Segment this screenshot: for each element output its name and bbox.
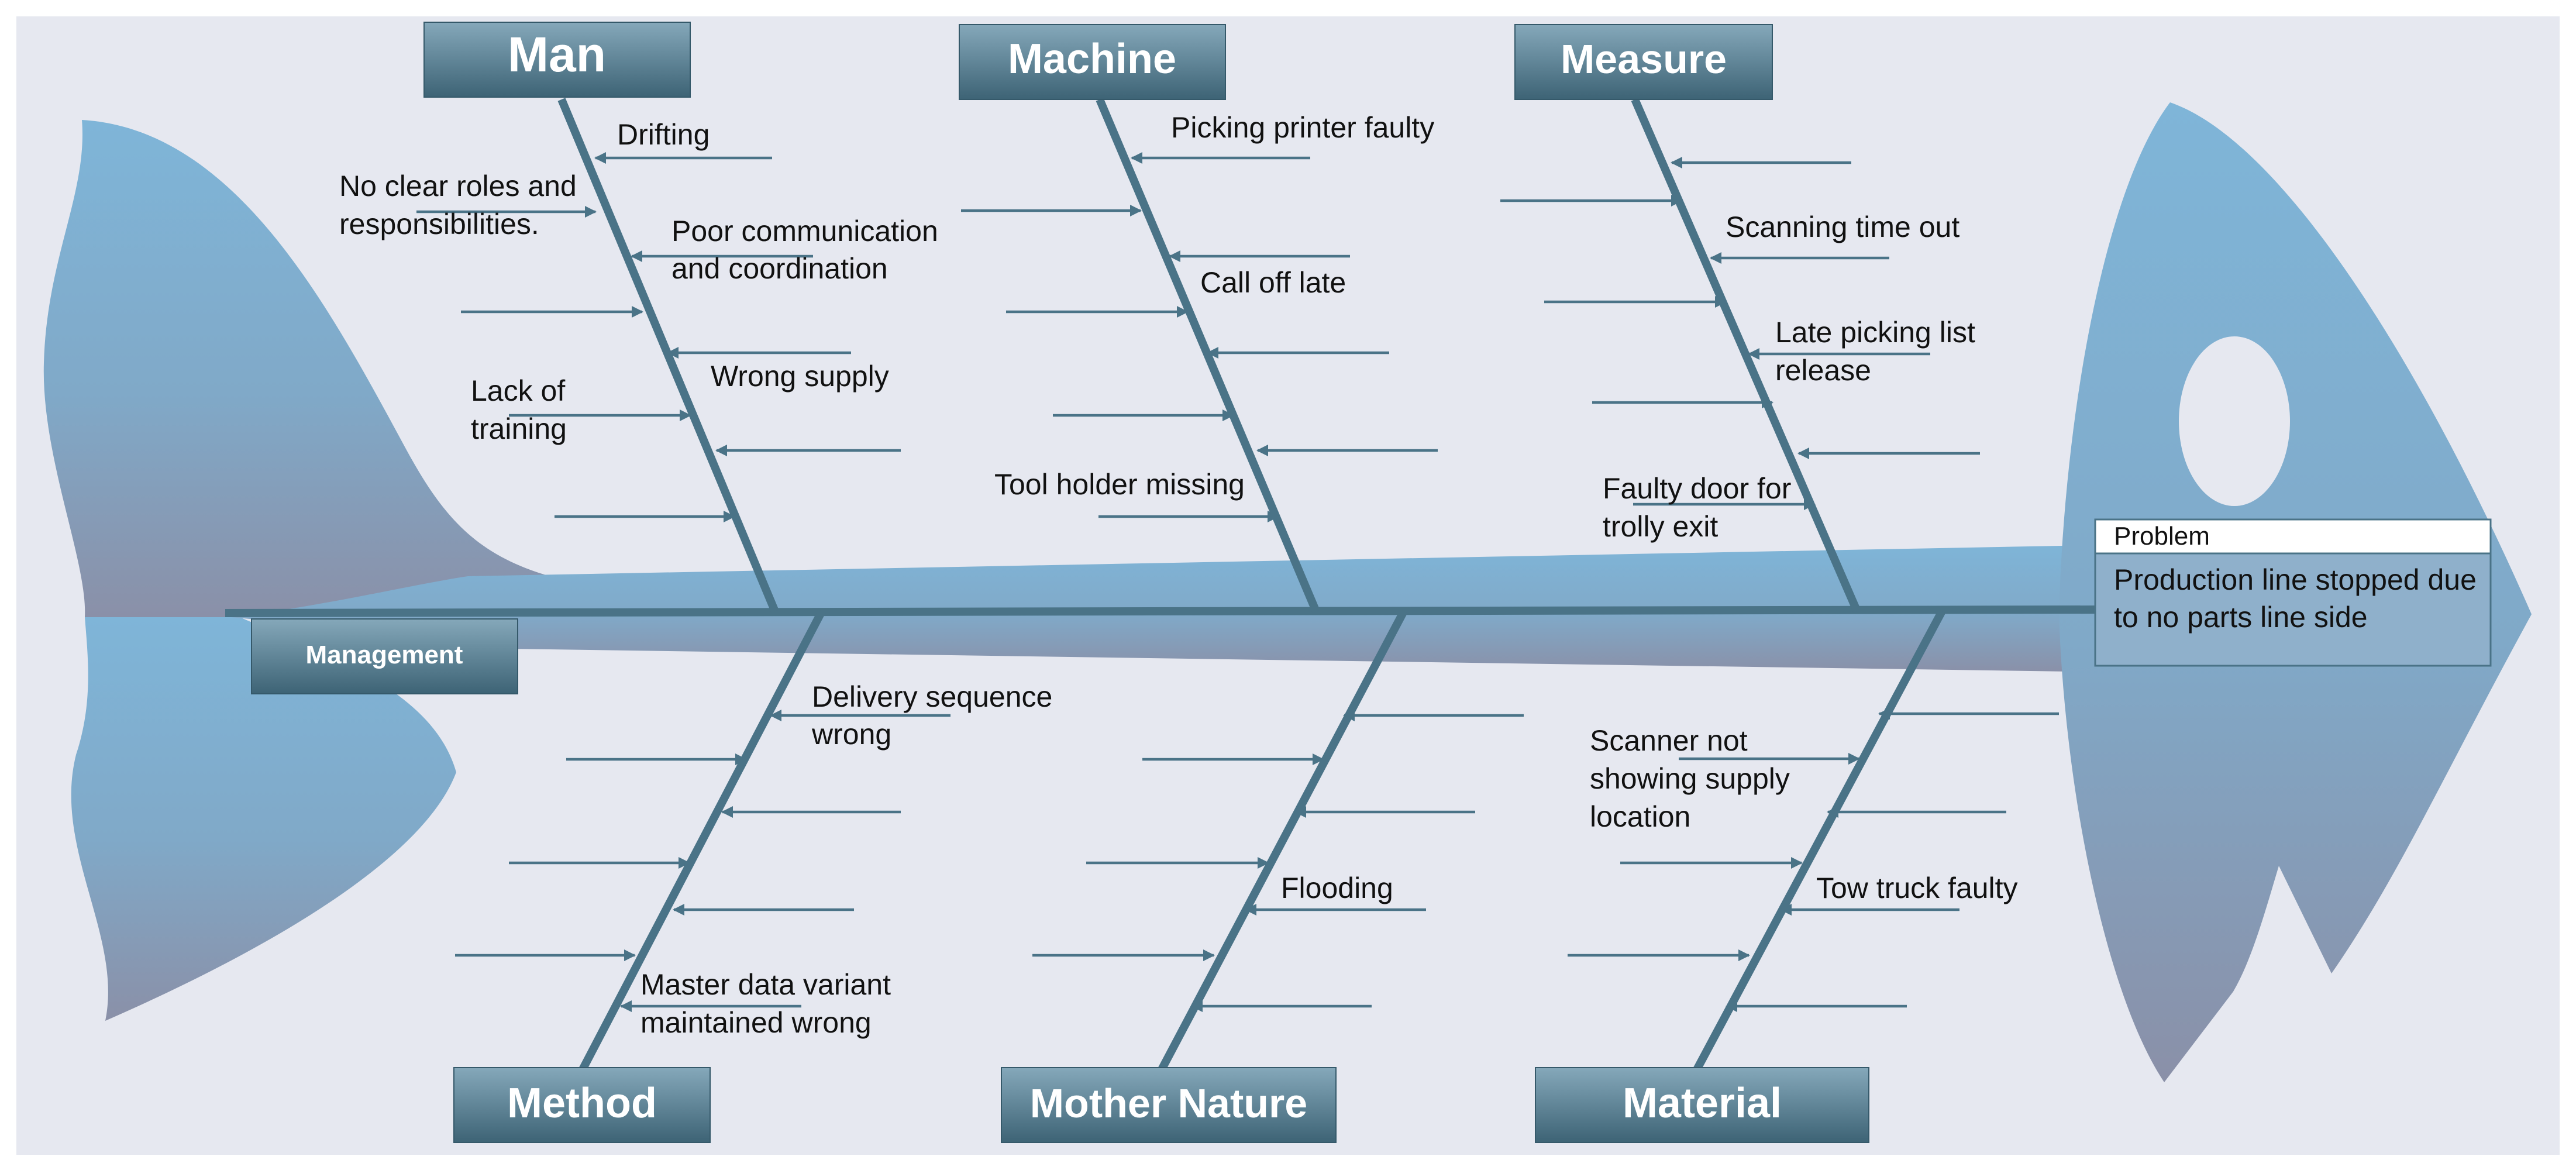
cause-scanning-time-out: Scanning time out bbox=[1726, 211, 1959, 243]
cause-faulty-door-line2: trolly exit bbox=[1603, 510, 1718, 543]
bone-mother-nature bbox=[1157, 609, 1408, 1073]
arrows-measure bbox=[1500, 156, 1980, 511]
category-label-mother-nature: Mother Nature bbox=[1030, 1080, 1307, 1126]
cause-late-picking-list-line2: release bbox=[1775, 354, 1871, 387]
cause-master-data-line2: maintained wrong bbox=[640, 1006, 872, 1039]
spine-line bbox=[225, 605, 2100, 617]
cause-faulty-door-line1: Faulty door for bbox=[1603, 472, 1791, 505]
header-box bbox=[1001, 1067, 1337, 1143]
cause-tow-truck-faulty: Tow truck faulty bbox=[1816, 872, 2018, 904]
fish-tail-upper bbox=[43, 120, 573, 617]
category-label-management: Management bbox=[306, 641, 463, 669]
problem-title: Problem bbox=[2114, 522, 2210, 550]
cause-lack-of-training-line2: training bbox=[471, 412, 567, 445]
cause-tool-holder-missing: Tool holder missing bbox=[994, 468, 1245, 501]
arrows-man bbox=[416, 152, 901, 523]
cause-delivery-sequence-line1: Delivery sequence bbox=[812, 680, 1052, 713]
category-label-man: Man bbox=[508, 27, 606, 82]
cause-scanner-line3: location bbox=[1590, 800, 1690, 833]
header-box bbox=[959, 24, 1226, 100]
cause-poor-communication-line2: and coordination bbox=[671, 252, 888, 285]
category-header-measure: Measure bbox=[1514, 24, 1773, 100]
header-box bbox=[453, 1067, 711, 1143]
category-header-man: Man bbox=[423, 22, 691, 98]
category-header-method: Method bbox=[453, 1067, 711, 1143]
header-box bbox=[1535, 1067, 1869, 1143]
cause-wrong-supply: Wrong supply bbox=[711, 360, 889, 393]
cause-scanner-line2: showing supply bbox=[1590, 762, 1790, 795]
fish-eye bbox=[2179, 336, 2290, 506]
header-box bbox=[1514, 24, 1773, 100]
category-header-management: Management bbox=[251, 618, 518, 694]
arrows-mother-nature bbox=[1032, 709, 1524, 1013]
cause-late-picking-list-line1: Late picking list bbox=[1775, 316, 1975, 349]
header-box bbox=[423, 22, 691, 98]
cause-lack-of-training-line1: Lack of bbox=[471, 374, 565, 407]
category-label-material: Material bbox=[1623, 1080, 1782, 1127]
bone-measure bbox=[1631, 98, 1861, 613]
problem-statement-line1: Production line stopped due bbox=[2114, 563, 2477, 596]
cause-poor-communication-line1: Poor communication bbox=[671, 215, 938, 247]
fish-tail-lower bbox=[71, 617, 457, 1021]
category-header-material: Material bbox=[1535, 1067, 1869, 1143]
category-label-measure: Measure bbox=[1561, 36, 1727, 82]
cause-delivery-sequence-line2: wrong bbox=[811, 718, 891, 751]
cause-flooding: Flooding bbox=[1281, 872, 1393, 904]
cause-no-clear-roles-line2: responsibilities. bbox=[339, 208, 539, 240]
bone-material bbox=[1692, 609, 1946, 1073]
arrows-machine bbox=[961, 152, 1438, 523]
cause-master-data-line1: Master data variant bbox=[640, 968, 891, 1001]
bone-method bbox=[578, 609, 826, 1073]
category-header-mother-nature: Mother Nature bbox=[1001, 1067, 1337, 1143]
arrows-method bbox=[455, 709, 950, 1013]
cause-no-clear-roles-line1: No clear roles and bbox=[339, 170, 577, 202]
header-box bbox=[251, 618, 518, 694]
cause-scanner-line1: Scanner not bbox=[1590, 724, 1748, 757]
problem-title-bar bbox=[2094, 518, 2492, 555]
category-header-machine: Machine bbox=[959, 24, 1226, 100]
cause-picking-printer-faulty: Picking printer faulty bbox=[1171, 111, 1434, 144]
cause-drifting: Drifting bbox=[617, 118, 710, 151]
category-label-machine: Machine bbox=[1008, 36, 1176, 82]
cause-call-off-late: Call off late bbox=[1200, 266, 1346, 299]
arrows-material bbox=[1568, 707, 2059, 1013]
problem-box: Problem Production line stopped due to n… bbox=[2094, 518, 2492, 667]
category-label-method: Method bbox=[507, 1080, 657, 1127]
problem-statement-line2: to no parts line side bbox=[2114, 601, 2368, 634]
